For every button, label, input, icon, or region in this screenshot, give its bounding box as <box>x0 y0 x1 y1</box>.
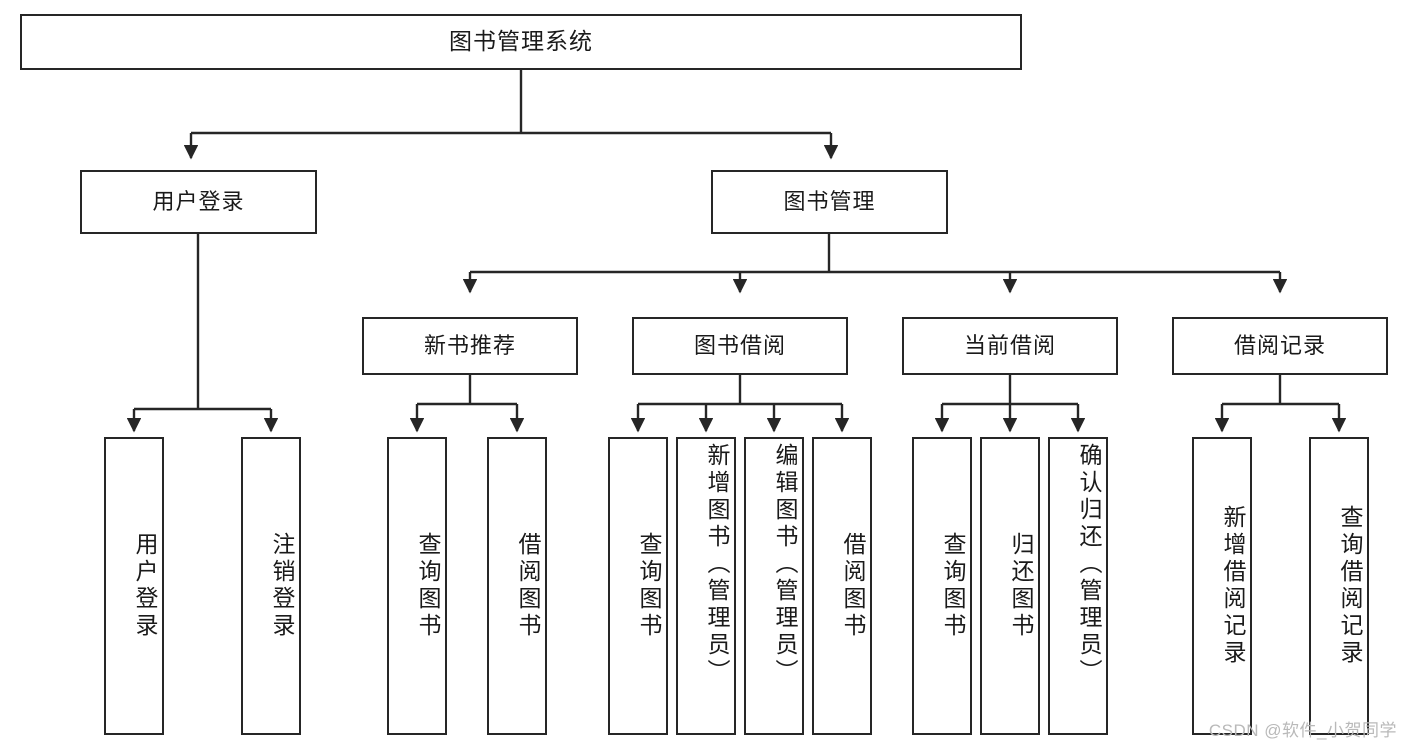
node-current-borrow[interactable]: 当前借阅 <box>902 317 1118 375</box>
leaf-borrow-book-borrow-label: 借阅图书 <box>840 532 866 640</box>
leaf-logout[interactable]: 注销登录 <box>241 437 301 735</box>
node-root-book-management-system[interactable]: 图书管理系统 <box>20 14 1022 70</box>
leaf-query-book-recommend[interactable]: 查询图书 <box>387 437 447 735</box>
leaf-user-login-label: 用户登录 <box>132 532 158 640</box>
leaf-edit-book[interactable]: 编辑图书（管理员） <box>744 437 804 735</box>
node-book-borrow[interactable]: 图书借阅 <box>632 317 848 375</box>
leaf-add-book[interactable]: 新增图书（管理员） <box>676 437 736 735</box>
leaf-query-borrow-record[interactable]: 查询借阅记录 <box>1309 437 1369 735</box>
leaf-add-borrow-record[interactable]: 新增借阅记录 <box>1192 437 1252 735</box>
leaf-user-login[interactable]: 用户登录 <box>104 437 164 735</box>
leaf-return-book[interactable]: 归还图书 <box>980 437 1040 735</box>
node-new-book-recommend[interactable]: 新书推荐 <box>362 317 578 375</box>
leaf-confirm-return[interactable]: 确认归还（管理员） <box>1048 437 1108 735</box>
node-book-management[interactable]: 图书管理 <box>711 170 948 234</box>
leaf-query-borrow-record-label: 查询借阅记录 <box>1337 505 1363 667</box>
leaf-query-book-current[interactable]: 查询图书 <box>912 437 972 735</box>
leaf-borrow-book-recommend-label: 借阅图书 <box>515 532 541 640</box>
leaf-borrow-book-borrow[interactable]: 借阅图书 <box>812 437 872 735</box>
leaf-return-book-label: 归还图书 <box>1008 532 1034 640</box>
leaf-confirm-return-label: 确认归还（管理员） <box>1076 443 1102 686</box>
leaf-query-book-borrow-label: 查询图书 <box>636 532 662 640</box>
node-user-login[interactable]: 用户登录 <box>80 170 317 234</box>
node-borrow-record[interactable]: 借阅记录 <box>1172 317 1388 375</box>
leaf-query-book-recommend-label: 查询图书 <box>415 532 441 640</box>
leaf-query-book-current-label: 查询图书 <box>940 532 966 640</box>
leaf-query-book-borrow[interactable]: 查询图书 <box>608 437 668 735</box>
leaf-logout-label: 注销登录 <box>269 532 295 640</box>
leaf-add-borrow-record-label: 新增借阅记录 <box>1220 505 1246 667</box>
leaf-borrow-book-recommend[interactable]: 借阅图书 <box>487 437 547 735</box>
watermark: CSDN @软件_小贺同学 <box>1208 721 1397 740</box>
leaf-add-book-label: 新增图书（管理员） <box>704 443 730 686</box>
leaf-edit-book-label: 编辑图书（管理员） <box>772 443 798 686</box>
